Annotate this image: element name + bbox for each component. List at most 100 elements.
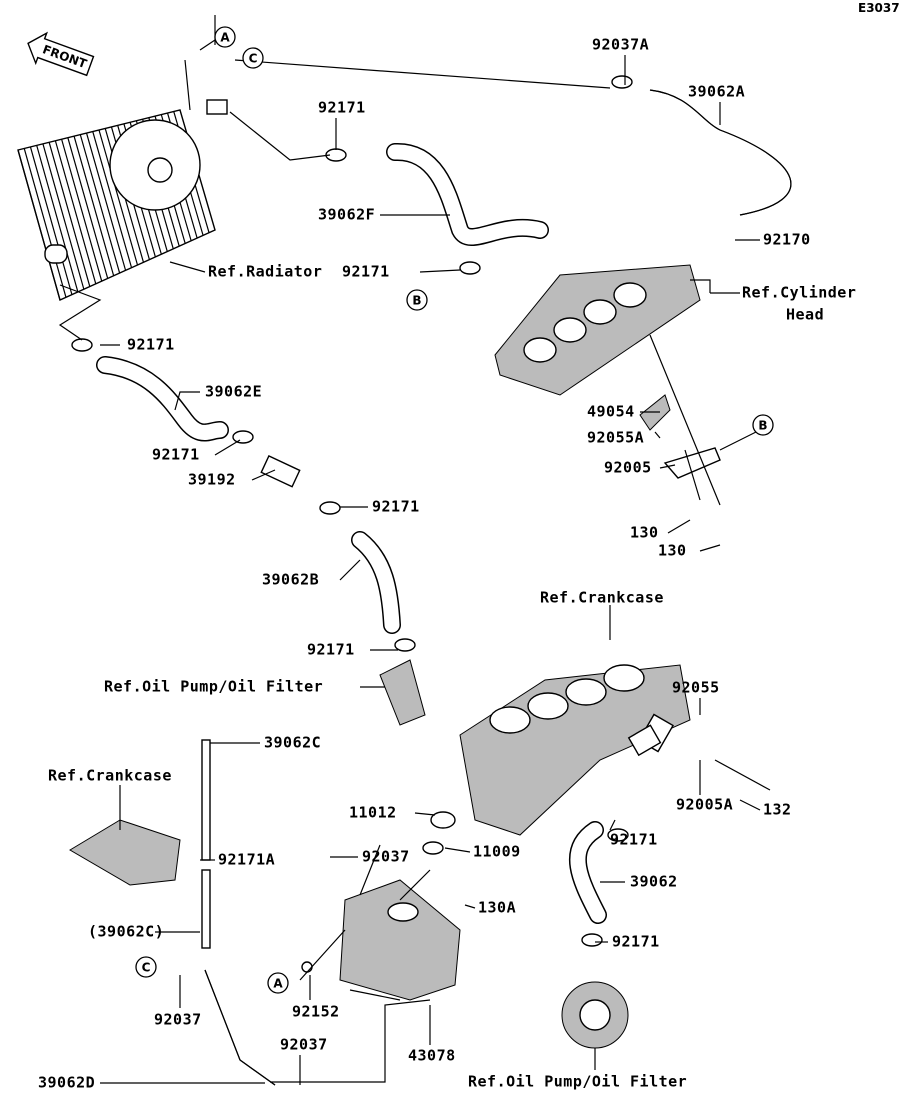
callout-a: A <box>214 26 236 48</box>
part-label-39062e: 39062E <box>205 383 262 401</box>
part-label-92037: 92037 <box>154 1011 202 1029</box>
leader-line <box>684 449 701 501</box>
leader-line <box>214 439 241 456</box>
leader-line <box>251 469 276 481</box>
part-label-ref-oil-pump-oil-filter: Ref.Oil Pump/Oil Filter <box>468 1073 687 1091</box>
leader-line <box>58 284 102 341</box>
leader-line <box>714 759 771 791</box>
part-label-92171: 92171 <box>372 498 420 516</box>
leader-line <box>690 279 711 293</box>
callout-b: B <box>406 289 428 311</box>
leader-line <box>699 544 721 552</box>
part-label-49054: 49054 <box>587 403 635 421</box>
part-label-130: 130 <box>630 524 659 542</box>
callout-c: C <box>242 47 264 69</box>
leader-line <box>339 559 361 581</box>
part-label-92171: 92171 <box>127 336 175 354</box>
clamp-icon <box>607 828 629 842</box>
svg-text:A: A <box>273 977 283 991</box>
front-arrow-icon: FRONT <box>27 31 95 77</box>
part-label-92171a: 92171A <box>218 851 275 869</box>
clamp-icon <box>611 75 633 89</box>
clamp-icon <box>232 430 254 444</box>
part-label-ref-crankcase: Ref.Crankcase <box>540 589 664 607</box>
reservoir-part <box>301 659 629 1049</box>
part-label-92005a: 92005A <box>676 796 733 814</box>
part-label-39062f: 39062F <box>318 206 375 224</box>
leader-line <box>649 334 721 506</box>
part-label-92171: 92171 <box>318 99 366 117</box>
part-label-130a: 130A <box>478 899 516 917</box>
leader-line <box>349 989 401 1001</box>
part-label-92171: 92171 <box>612 933 660 951</box>
leader-line <box>174 391 200 411</box>
part-label-92055: 92055 <box>672 679 720 697</box>
part-label-132: 132 <box>763 801 792 819</box>
leader-line <box>444 847 471 853</box>
leader-line <box>414 812 436 816</box>
part-label-130: 130 <box>658 542 687 560</box>
clamp-icon <box>459 261 481 275</box>
clamp-icon <box>581 933 603 947</box>
part-label-39192: 39192 <box>188 471 236 489</box>
part-label-92170: 92170 <box>763 231 811 249</box>
leader-line <box>464 904 476 909</box>
part-label-92171: 92171 <box>307 641 355 659</box>
clamp-icon <box>71 338 93 352</box>
part-label-39062b: 39062B <box>262 571 319 589</box>
part-label-39062a: 39062A <box>688 83 745 101</box>
leader-line <box>169 261 206 273</box>
part-label-92037a: 92037A <box>592 36 649 54</box>
part-label-92171: 92171 <box>610 831 658 849</box>
part-label-92005: 92005 <box>604 459 652 477</box>
clamp-icon <box>319 501 341 515</box>
leader-line <box>659 464 676 469</box>
part-label-92171: 92171 <box>342 263 390 281</box>
leader-line <box>359 844 381 896</box>
part-label-head: Head <box>786 306 824 324</box>
diagram-code: E3037 <box>858 1 900 15</box>
leader-line <box>739 799 761 811</box>
svg-text:C: C <box>249 52 258 66</box>
svg-text:C: C <box>142 961 151 975</box>
callout-a: A <box>267 972 289 994</box>
part-label-92055a: 92055A <box>587 429 644 447</box>
leader-line <box>419 269 461 273</box>
part-label-39062c: 39062C <box>264 734 321 752</box>
part-label-43078: 43078 <box>408 1047 456 1065</box>
svg-text:B: B <box>758 419 767 433</box>
leader-lines <box>58 55 771 1085</box>
hose-clamps <box>71 75 633 947</box>
radiator-part <box>17 15 228 301</box>
part-label-ref-oil-pump-oil-filter: Ref.Oil Pump/Oil Filter <box>104 678 323 696</box>
part-label-ref-crankcase: Ref.Crankcase <box>48 767 172 785</box>
leader-line <box>654 431 661 439</box>
leader-line <box>229 111 331 161</box>
callout-c: C <box>135 956 157 978</box>
leader-line <box>399 869 431 901</box>
leader-line <box>270 999 431 1083</box>
part-label-11012: 11012 <box>349 804 397 822</box>
leader-line <box>234 59 611 89</box>
part-label-39062: 39062 <box>630 873 678 891</box>
part-label-92037: 92037 <box>280 1036 328 1054</box>
part-label-ref-cylinder: Ref.Cylinder <box>742 284 856 302</box>
part-label-11009: 11009 <box>473 843 521 861</box>
leader-line <box>609 819 616 831</box>
hoses <box>96 89 792 1086</box>
part-label-92037: 92037 <box>362 848 410 866</box>
clamp-icon <box>394 638 416 652</box>
part-label-92152: 92152 <box>292 1003 340 1021</box>
crankcase-part <box>69 664 691 886</box>
part-label-ref-radiator: Ref.Radiator <box>208 263 322 281</box>
svg-text:A: A <box>220 31 230 45</box>
leader-line <box>299 929 346 981</box>
part-label--39062c-: (39062C) <box>88 923 164 941</box>
callout-b: B <box>752 414 774 436</box>
leader-line <box>667 519 691 534</box>
svg-text:B: B <box>412 294 421 308</box>
part-label-39062d: 39062D <box>38 1074 95 1092</box>
part-label-92171: 92171 <box>152 446 200 464</box>
